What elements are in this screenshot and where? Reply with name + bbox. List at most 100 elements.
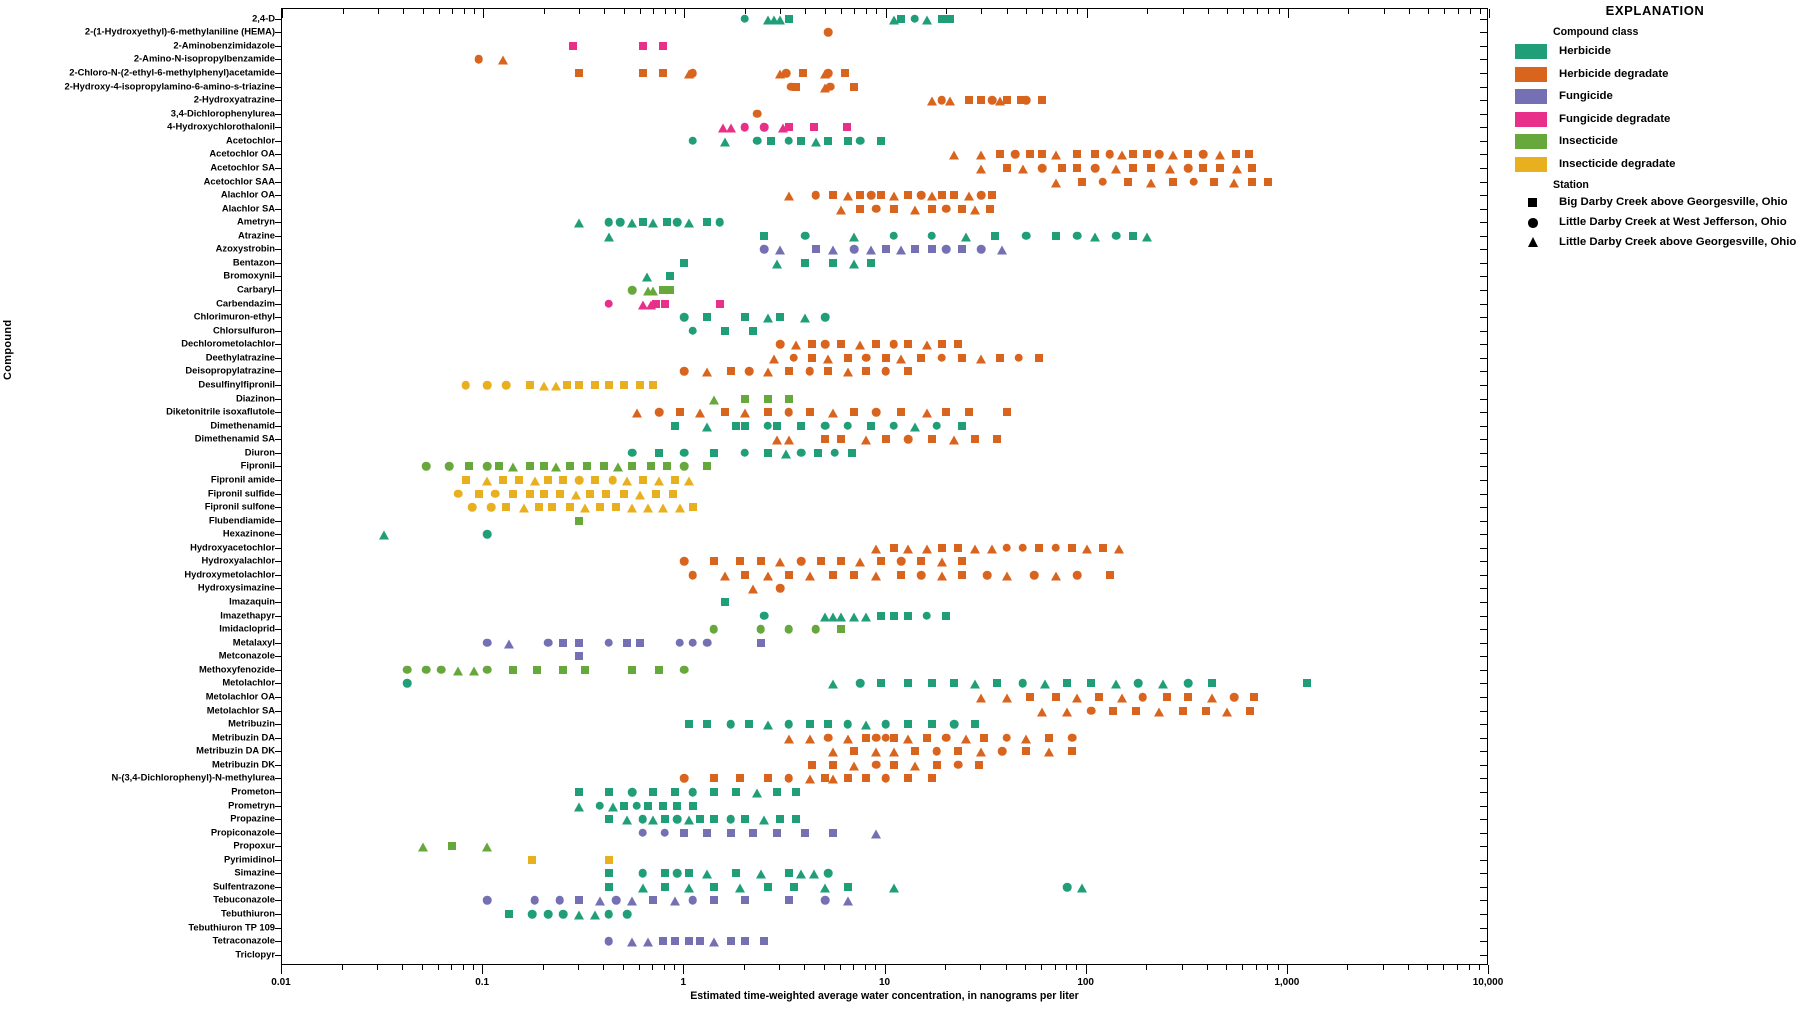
x-axis-top-tick (1408, 9, 1410, 14)
data-point-circle-marker (604, 638, 613, 648)
data-point-circle-marker (825, 82, 835, 91)
data-point-triangle-marker (1021, 734, 1032, 744)
data-point-triangle-marker (849, 232, 860, 242)
data-point-circle-marker (654, 407, 664, 417)
y-axis-tick-label: Propazine (230, 812, 275, 824)
data-point-triangle-marker (538, 381, 549, 391)
y-axis-right-tick (1480, 317, 1487, 319)
x-axis-minor-tick (1076, 965, 1078, 970)
data-point-triangle-marker (627, 503, 638, 513)
data-point-triangle-marker (1001, 571, 1012, 581)
x-axis-top-tick (981, 9, 983, 14)
data-point-square-marker (671, 787, 680, 796)
data-point-square-marker (763, 408, 772, 417)
data-point-circle-marker (756, 624, 766, 634)
y-axis-tick-label: Metolachlor SA (206, 703, 275, 715)
y-axis-right-tick (1480, 113, 1487, 115)
data-point-square-marker (792, 787, 801, 796)
data-point-square-marker (709, 557, 718, 566)
x-axis-minor-tick (376, 965, 378, 970)
data-point-triangle-marker (1072, 693, 1083, 703)
legend-label-station: Big Darby Creek above Georgesville, Ohio (1559, 196, 1788, 208)
data-point-circle-marker (1229, 692, 1239, 702)
data-point-square-marker (829, 760, 838, 769)
y-axis-tick-label: Metribuzin DA (211, 731, 275, 742)
x-axis-top-tick (744, 9, 746, 14)
y-axis-tick-label: Chlorsulfuron (213, 324, 275, 336)
data-point-triangle-marker (641, 272, 652, 282)
data-point-square-marker (971, 435, 980, 444)
data-point-triangle-marker (648, 218, 659, 228)
data-point-square-marker (623, 638, 632, 647)
data-point-triangle-marker (949, 150, 960, 160)
data-point-square-marker (942, 408, 951, 417)
data-point-circle-marker (941, 204, 951, 213)
x-axis-top-tick (1428, 9, 1430, 14)
data-point-square-marker (763, 394, 772, 403)
data-point-square-marker (1025, 150, 1034, 159)
data-point-square-marker (1002, 163, 1011, 172)
data-point-triangle-marker (762, 571, 773, 581)
x-axis-minor-tick (980, 965, 982, 970)
data-point-square-marker (957, 557, 966, 566)
data-point-square-marker (801, 828, 810, 837)
data-point-square-marker (658, 286, 667, 295)
data-point-circle-marker (638, 814, 647, 824)
data-point-square-marker (495, 462, 504, 471)
data-point-square-marker (862, 774, 870, 783)
y-axis-right-tick (1480, 791, 1487, 793)
data-point-square-marker (829, 570, 838, 579)
data-point-square-marker (990, 231, 999, 240)
y-axis-right-tick (1480, 127, 1487, 129)
x-axis-top-tick (438, 9, 440, 14)
y-axis-tick-label: Tebuthiuron TP 109 (188, 920, 275, 932)
data-point-square-marker (824, 367, 833, 376)
legend-label-station: Little Darby Creek above Georgesville, O… (1559, 236, 1797, 248)
data-point-circle-marker (709, 624, 719, 634)
y-axis-tick (275, 764, 282, 766)
data-point-circle-marker (776, 584, 785, 593)
data-point-triangle-marker (949, 435, 960, 445)
data-point-square-marker (448, 842, 456, 851)
data-point-triangle-marker (453, 666, 464, 676)
data-point-circle-marker (1189, 177, 1198, 186)
y-axis-tick-label: Metolachlor (222, 676, 275, 688)
data-point-square-marker (602, 489, 611, 498)
data-point-triangle-marker (657, 503, 668, 513)
y-axis-tick-label: Dimethenamid (210, 419, 275, 430)
data-point-square-marker (658, 937, 667, 946)
data-point-triangle-marker (645, 300, 656, 310)
y-axis-tick (275, 466, 282, 468)
data-point-triangle-marker (888, 15, 899, 25)
data-point-square-marker (575, 787, 584, 796)
data-point-square-marker (910, 245, 919, 254)
data-point-square-marker (580, 665, 589, 674)
legend-swatch-herbicide (1515, 44, 1547, 59)
x-axis-top-tick (543, 9, 545, 14)
data-point-circle-marker (680, 367, 689, 376)
data-point-square-marker (836, 557, 845, 566)
data-point-circle-marker (776, 340, 785, 349)
data-point-triangle-marker (720, 571, 731, 581)
y-axis-tick (275, 954, 282, 956)
data-point-square-marker (703, 828, 712, 837)
data-point-triangle-marker (1158, 679, 1169, 689)
data-point-triangle-marker (828, 245, 839, 255)
x-axis-top-tick (1348, 9, 1350, 14)
data-point-square-marker (575, 638, 584, 647)
y-axis-tick (275, 561, 282, 563)
data-point-square-marker (784, 869, 793, 878)
data-point-triangle-marker (574, 802, 585, 812)
data-point-circle-marker (1073, 231, 1082, 241)
x-axis-minor-tick (1206, 965, 1208, 970)
data-point-circle-marker (805, 367, 814, 376)
x-axis-top-tick (1457, 9, 1459, 14)
data-point-circle-marker (483, 638, 492, 648)
y-axis-tick (275, 127, 282, 129)
data-point-circle-marker (744, 367, 754, 376)
data-point-square-marker (745, 720, 754, 729)
data-point-square-marker (532, 665, 541, 674)
y-axis-right-tick (1480, 900, 1487, 902)
x-axis-top-tick (1042, 9, 1044, 14)
data-point-triangle-marker (1232, 164, 1243, 174)
